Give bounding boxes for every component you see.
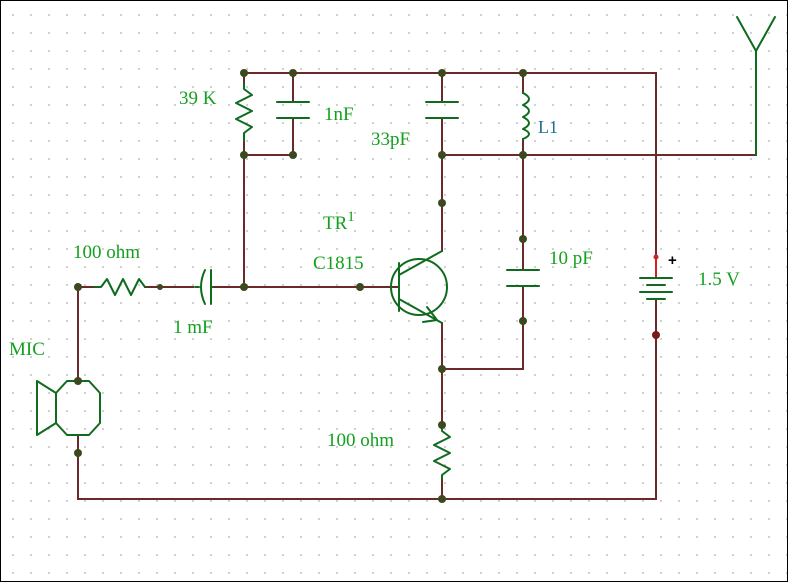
node: [289, 69, 297, 77]
label-capacitor-1mf: 1 mF: [173, 317, 213, 338]
label-inductor-l1: L1: [538, 117, 558, 137]
label-resistor-39k: 39 K: [179, 88, 217, 109]
label-battery: 1.5 V: [698, 269, 740, 290]
label-resistor-100ohm-emitter: 100 ohm: [327, 430, 394, 451]
inductor-l1-symbol: [522, 92, 530, 140]
node: [652, 331, 660, 339]
node: [438, 199, 446, 207]
capacitor-10pf-symbol: [506, 269, 540, 287]
node: [438, 365, 446, 373]
node: [74, 377, 82, 385]
node: [438, 495, 446, 503]
resistor-100ohm-emitter-symbol: [433, 424, 451, 480]
battery-plus-sign: +: [668, 252, 677, 269]
capacitor-1nf-symbol: [276, 101, 310, 119]
components: [36, 16, 776, 480]
label-microphone: MIC: [9, 339, 45, 360]
node: [519, 69, 527, 77]
label-capacitor-1nf: 1nF: [324, 104, 354, 125]
node: [240, 283, 248, 291]
junction-nodes: [74, 69, 660, 503]
resistor-39k-symbol: [235, 82, 253, 142]
label-capacitor-10pf: 10 pF: [549, 248, 593, 269]
node: [438, 69, 446, 77]
node: [289, 151, 297, 159]
labels: 39 K 1nF 33pF L1 TR1 C1815 10 pF 1.5 V +…: [9, 88, 740, 451]
label-resistor-100ohm-input: 100 ohm: [73, 242, 140, 263]
node: [74, 283, 82, 291]
node: [519, 317, 527, 325]
node: [519, 235, 527, 243]
capacitor-1mf-symbol: [194, 269, 214, 305]
node: [438, 151, 446, 159]
capacitor-33pf-symbol: [425, 101, 459, 119]
microphone-symbol: [36, 380, 101, 436]
node: [519, 151, 527, 159]
resistor-100ohm-input-symbol: [94, 278, 146, 296]
node: [356, 283, 364, 291]
node: [240, 151, 248, 159]
label-capacitor-33pf: 33pF: [371, 129, 410, 150]
node: [157, 284, 163, 290]
label-transistor-part: C1815: [313, 253, 364, 274]
node: [438, 421, 446, 429]
battery-symbol: [639, 254, 673, 335]
node: [240, 69, 248, 77]
label-transistor-ref: TR1: [323, 209, 355, 234]
antenna-symbol: [736, 16, 776, 156]
node: [74, 449, 82, 457]
transistor-c1815-symbol: [390, 250, 448, 324]
